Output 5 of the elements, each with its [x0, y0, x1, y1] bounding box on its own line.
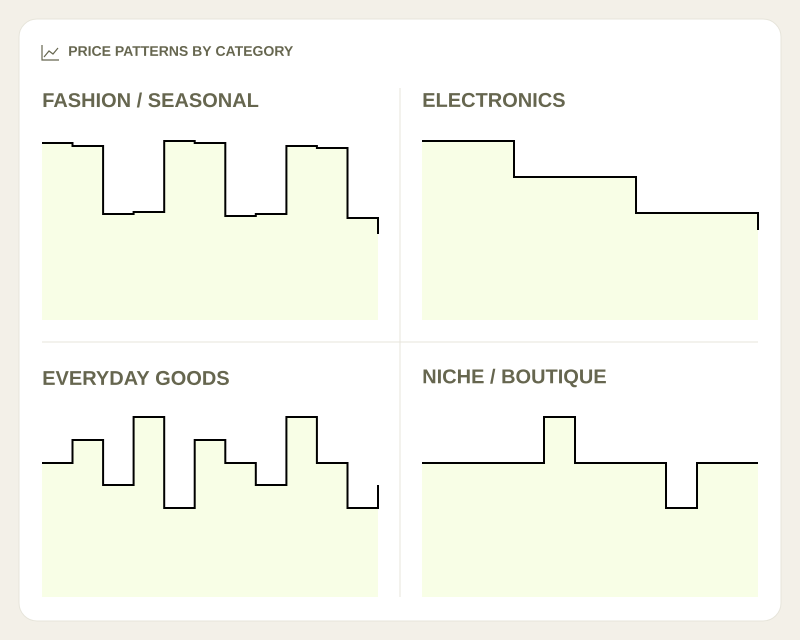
chart-title: PRICE PATTERNS BY CATEGORY: [69, 46, 294, 56]
panel-heading: ELECTRONICS: [424, 92, 565, 108]
panel-heading: NICHE / BOUTIQUE: [424, 368, 606, 388]
panel-heading: EVERYDAY GOODS: [44, 370, 229, 386]
panel-heading: FASHION / SEASONAL: [44, 92, 258, 108]
